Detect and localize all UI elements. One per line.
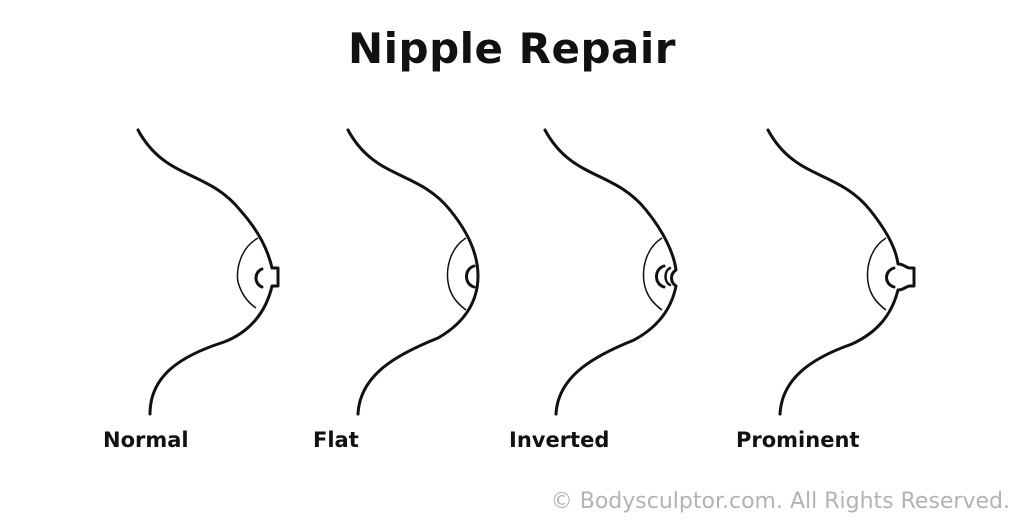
figure-normal [136, 128, 280, 416]
label-normal: Normal [103, 428, 189, 452]
areola-prominent [866, 237, 887, 311]
nipple-mark-prominent [885, 266, 896, 289]
nipple-prominent [897, 262, 916, 292]
label-prominent: Prominent [736, 428, 860, 452]
diagram-title: Nipple Repair [347, 24, 677, 73]
areola-normal [236, 237, 259, 309]
nipple-mark-inverted-inner [664, 266, 672, 287]
copyright-notice: © Bodysculptor.com. All Rights Reserved. [550, 489, 1010, 514]
areola-inverted [642, 237, 663, 311]
breast-outline-prominent [766, 128, 900, 416]
nipple-normal [272, 266, 280, 288]
figure-flat [346, 128, 480, 416]
areola-flat [446, 237, 467, 311]
nipple-mark-inverted-outer [655, 264, 666, 289]
figure-inverted [543, 128, 678, 416]
label-flat: Flat [313, 428, 359, 452]
breast-outline-flat [346, 128, 480, 416]
nipple-mark-flat [465, 264, 476, 289]
nipple-mark-normal [254, 267, 264, 289]
figure-prominent [766, 128, 916, 416]
label-inverted: Inverted [509, 428, 610, 452]
breast-outline-normal [136, 128, 274, 416]
breast-outline-inverted [543, 128, 678, 416]
